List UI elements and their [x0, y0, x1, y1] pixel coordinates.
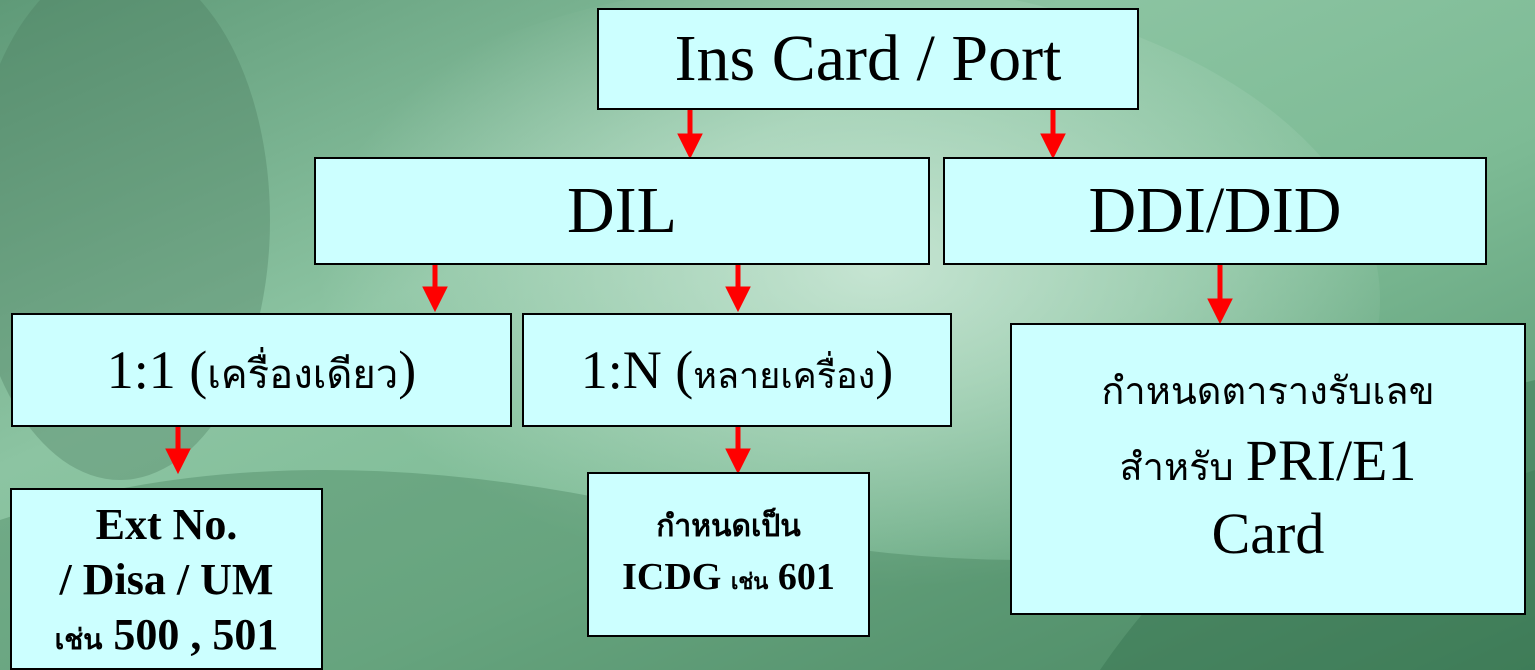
pri-line-2-thai: สำหรับ: [1119, 445, 1246, 490]
one-to-one-label: 1:1 (เครื่องเดียว): [107, 339, 417, 401]
root-node: Ins Card / Port: [597, 8, 1139, 110]
icdg-node: กำหนดเป็น ICDG เช่น 601: [587, 472, 870, 637]
pri-line-2-en: PRI/E1: [1245, 428, 1417, 494]
pri-line-1: กำหนดตารางรับเลข: [1101, 369, 1435, 414]
pri-node: กำหนดตารางรับเลข สำหรับ PRI/E1 Card: [1010, 323, 1526, 615]
icdg-line-2-thai: เช่น: [730, 568, 769, 595]
ext-line-2: / Disa / UM: [59, 554, 274, 604]
one-to-one-suffix: ): [398, 339, 417, 400]
one-to-n-node: 1:N (หลายเครื่อง): [522, 313, 952, 427]
one-to-n-thai: หลายเครื่อง: [693, 355, 876, 397]
one-to-n-label: 1:N (หลายเครื่อง): [581, 339, 894, 401]
one-to-n-prefix: 1:N (: [580, 339, 694, 400]
ext-line-3-num: 500 , 501: [102, 609, 279, 659]
one-to-one-thai: เครื่องเดียว: [207, 351, 399, 398]
ext-line-1: Ext No.: [95, 499, 238, 549]
ext-node: Ext No. / Disa / UM เช่น 500 , 501: [10, 488, 323, 670]
one-to-n-suffix: ): [875, 339, 894, 400]
dil-node-label: DIL: [567, 174, 677, 248]
ext-line-3-thai: เช่น: [54, 622, 103, 656]
pri-line-2: สำหรับ PRI/E1: [1119, 428, 1416, 495]
ddi-node-label: DDI/DID: [1088, 174, 1342, 248]
ext-line-3: เช่น 500 , 501: [55, 607, 279, 662]
root-node-label: Ins Card / Port: [674, 22, 1062, 96]
icdg-line-2: ICDG เช่น 601: [622, 549, 835, 606]
icdg-line-2-en: ICDG: [622, 555, 731, 598]
dil-node: DIL: [314, 157, 930, 265]
icdg-line-2-num: 601: [768, 555, 835, 598]
icdg-line-1: กำหนดเป็น: [656, 508, 801, 544]
one-to-one-node: 1:1 (เครื่องเดียว): [11, 313, 512, 427]
ddi-node: DDI/DID: [943, 157, 1487, 265]
one-to-one-prefix: 1:1 (: [106, 339, 208, 400]
pri-line-3: Card: [1211, 500, 1325, 566]
